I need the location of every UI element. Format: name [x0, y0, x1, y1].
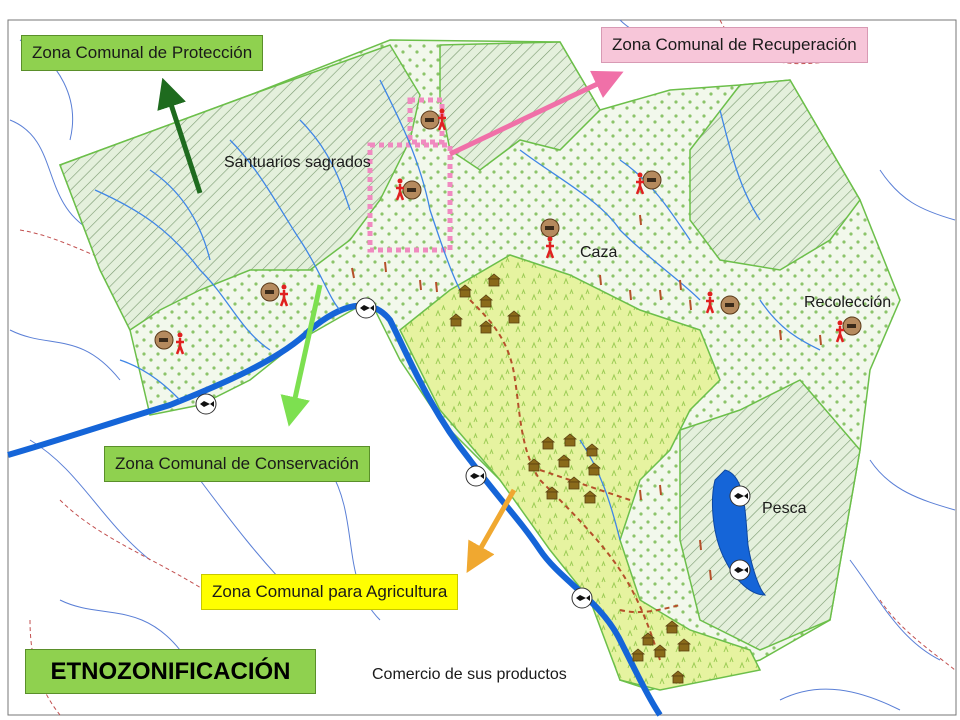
hunting-icon — [835, 316, 862, 343]
main-river — [7, 302, 663, 717]
house-icon — [486, 273, 502, 287]
fish-icon — [195, 393, 217, 415]
house-icon — [478, 294, 494, 308]
settlement-icons — [448, 273, 692, 684]
house-icon — [457, 284, 473, 298]
house-icon — [670, 670, 686, 684]
arrow-proteccion — [157, 77, 203, 194]
house-icon — [556, 454, 572, 468]
tributaries — [94, 79, 821, 541]
house-icon — [540, 436, 556, 450]
fish-icon — [465, 465, 487, 487]
hunting-icon — [540, 218, 560, 259]
hunting-icon — [395, 178, 422, 201]
place-label-recoleccion: Recolección — [804, 294, 892, 311]
house-icon — [582, 490, 598, 504]
fish-icon — [355, 297, 377, 319]
zone-protection-area-east — [689, 79, 861, 271]
arrow-recuperacion — [448, 70, 624, 157]
trails — [469, 299, 681, 661]
house-icon — [566, 476, 582, 490]
lake — [711, 469, 767, 596]
zone-label-agricultura: Zona Comunal para Agricultura — [201, 574, 459, 610]
zone-label-recuperacion: Zona Comunal de Recuperación — [601, 27, 868, 63]
house-icon — [630, 648, 646, 662]
place-label-caza: Caza — [580, 244, 618, 261]
zone-label-conservacion: Zona Comunal de Conservación — [104, 446, 370, 482]
house-icon — [652, 644, 668, 658]
house-icon — [478, 320, 494, 334]
house-icon — [448, 313, 464, 327]
arrow-agricultura — [466, 488, 517, 574]
fishing-icons — [195, 297, 751, 609]
fish-icon — [729, 485, 751, 507]
hunting-icon — [260, 282, 289, 307]
house-icon — [676, 638, 692, 652]
house-icon — [584, 443, 600, 457]
map-title: ETNOZONIFICACIÓN — [25, 649, 316, 694]
house-icon — [562, 433, 578, 447]
house-icon — [506, 310, 522, 324]
zone-label-proteccion: Zona Comunal de Protección — [21, 35, 264, 71]
house-icon — [544, 486, 560, 500]
hunting-icon — [635, 170, 662, 195]
house-icon — [640, 632, 656, 646]
zone-protection-area — [59, 44, 421, 332]
place-label-santuarios: Santuarios sagrados — [224, 154, 371, 171]
hunting-icon — [705, 291, 740, 315]
hunting-icons — [154, 108, 862, 355]
arrow-conservacion — [280, 284, 323, 427]
hunting-icon — [420, 108, 447, 131]
house-icon — [586, 462, 602, 476]
fish-icon — [571, 587, 593, 609]
house-icon — [526, 458, 542, 472]
fish-icon — [729, 559, 751, 581]
zone-protection-area-southeast — [679, 379, 861, 651]
house-icon — [664, 620, 680, 634]
zone-agriculture-area — [399, 254, 762, 691]
trail-marks — [351, 214, 822, 581]
hunting-icon — [154, 330, 185, 355]
place-label-pesca: Pesca — [762, 500, 807, 517]
place-label-comercio: Comercio de sus productos — [372, 666, 567, 683]
